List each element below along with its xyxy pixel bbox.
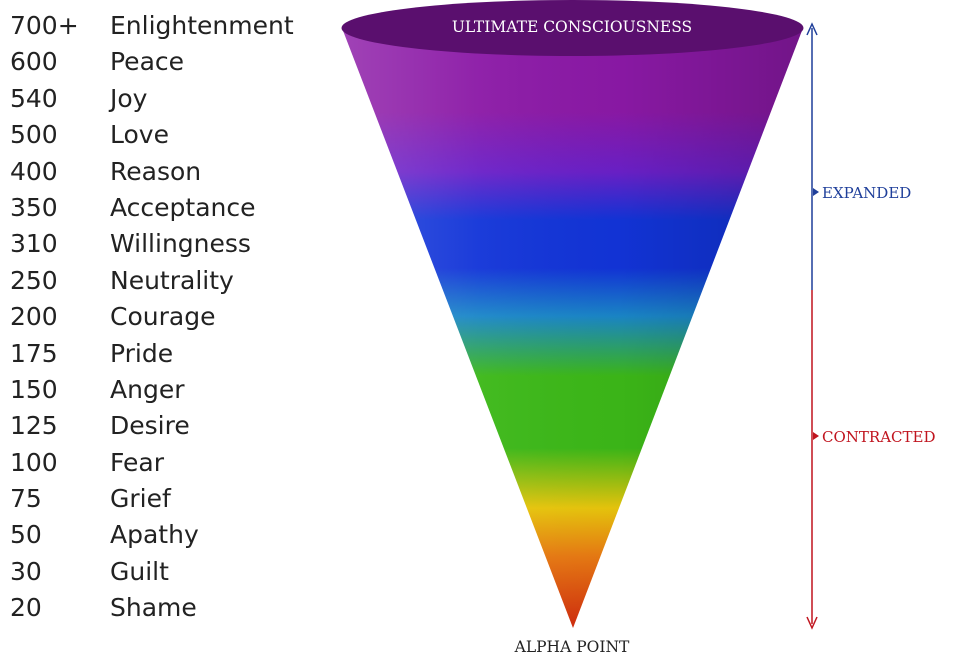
expanded-label: EXPANDED (822, 184, 911, 202)
cone: ULTIMATE CONSCIOUSNESS ALPHA POINT (342, 0, 804, 655)
scale-axis: EXPANDED CONTRACTED (807, 24, 936, 628)
contracted-marker-icon (813, 432, 819, 440)
expanded-marker-icon (813, 188, 819, 196)
cone-top-label: ULTIMATE CONSCIOUSNESS (452, 18, 692, 36)
contracted-label: CONTRACTED (822, 428, 936, 446)
cone-shading (342, 28, 803, 628)
cone-bottom-label: ALPHA POINT (514, 638, 630, 655)
